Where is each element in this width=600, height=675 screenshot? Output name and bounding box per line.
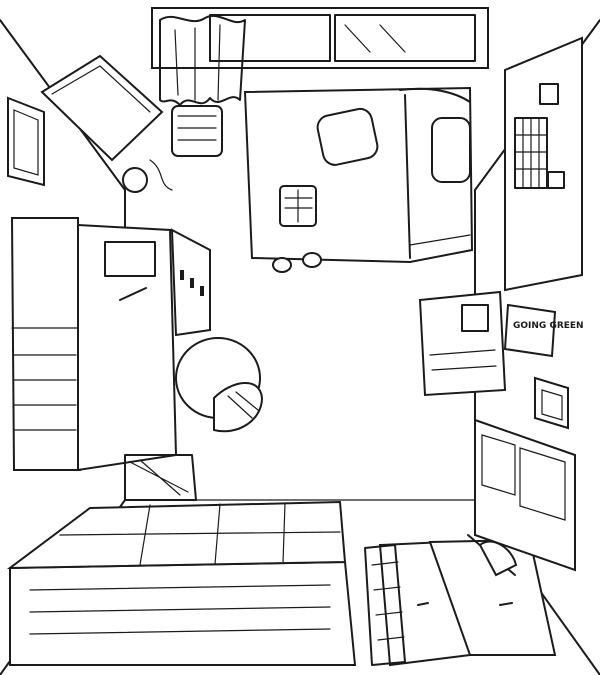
corkboard (504, 36, 583, 292)
poster-going-green: GOING GREEN (503, 303, 584, 358)
dresser-with-items (6, 500, 357, 666)
wall-lamp (40, 54, 223, 193)
wall-clock (418, 290, 507, 397)
office-chair (175, 337, 264, 433)
door-mat (364, 544, 406, 666)
poster-text: GOING GREEN (513, 321, 584, 331)
bed-with-pillows (243, 86, 474, 273)
closet-doors (474, 418, 576, 572)
window-with-curtain (151, 7, 489, 106)
framed-picture-right (534, 376, 569, 430)
open-drawer-unit (378, 538, 557, 667)
desk-with-shelves (10, 217, 211, 472)
umbrella (467, 534, 518, 577)
rug (124, 454, 197, 501)
wall-picture-left (7, 96, 45, 187)
